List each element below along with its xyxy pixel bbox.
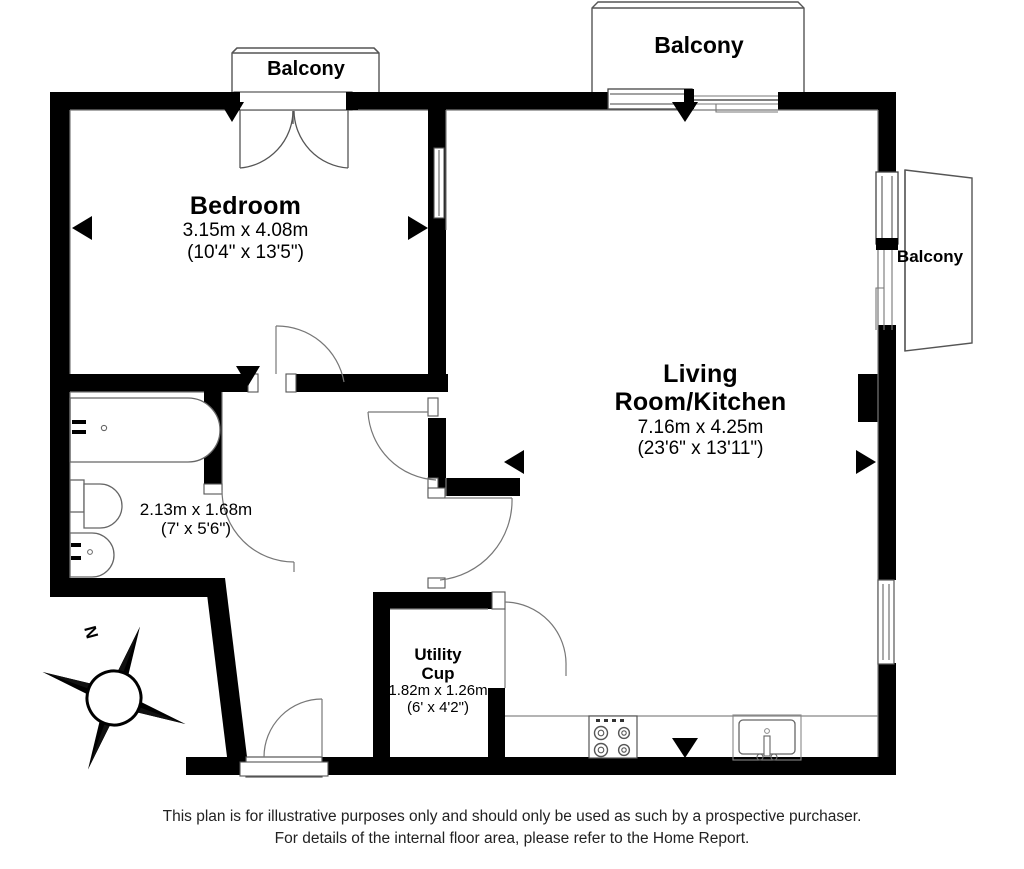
door-utility-cupboard[interactable]: [491, 591, 567, 676]
balcony-label-living-north: Balcony: [654, 32, 744, 58]
washbasin-taps: [71, 543, 93, 560]
utility-name-line2: Cup: [421, 664, 455, 684]
kitchen-hob-icon: [588, 715, 638, 759]
room-label-bathroom: 2.13m x 1.68m (7' x 5'6"): [96, 500, 296, 538]
balcony-label-bedroom: Balcony: [267, 58, 345, 80]
angled-exterior-wall: [205, 578, 248, 765]
direction-arrows: [72, 102, 876, 758]
window-living-east: [877, 579, 895, 665]
balcony-label-living-east: Balcony: [896, 247, 964, 266]
bedroom-french-doors[interactable]: [228, 91, 358, 169]
kitchen-sink-icon: [732, 714, 802, 761]
interior-walls: [50, 110, 520, 764]
door-bathroom[interactable]: [203, 483, 295, 572]
room-label-bedroom: Bedroom 3.15m x 4.08m (10'4" x 13'5"): [103, 192, 388, 263]
exterior-walls: [50, 92, 896, 775]
bedroom-dim-metric: 3.15m x 4.08m: [182, 220, 309, 242]
door-entrance[interactable]: [239, 698, 329, 778]
patio-sliding-door-east[interactable]: [875, 171, 899, 330]
utility-name-line1: Utility: [414, 645, 462, 664]
living-room-name-line2: Room/Kitchen: [614, 388, 787, 417]
door-hall-lower[interactable]: [427, 487, 513, 589]
utility-dim-imperial: (6' x 4'2"): [407, 699, 469, 716]
compass-rose-icon: [42, 626, 186, 770]
bathtub-icon: [69, 397, 221, 463]
utility-dim-metric: 1.82m x 1.26m: [388, 682, 488, 700]
door-bedroom[interactable]: [247, 325, 345, 393]
living-room-dim-metric: 7.16m x 4.25m: [637, 416, 764, 438]
disclaimer-footer: This plan is for illustrative purposes o…: [0, 806, 1024, 851]
disclaimer-line-1: This plan is for illustrative purposes o…: [162, 808, 862, 825]
bathtub-taps: [72, 420, 108, 434]
living-room-dim-imperial: (23'6" x 13'11"): [637, 437, 764, 459]
bathroom-dim-metric: 2.13m x 1.68m: [139, 500, 253, 519]
living-room-name-line1: Living: [663, 360, 738, 388]
room-label-living-room-kitchen: Living Room/Kitchen 7.16m x 4.25m (23'6"…: [558, 360, 843, 459]
bedroom-name: Bedroom: [189, 192, 302, 220]
door-living-room[interactable]: [367, 397, 439, 497]
room-label-utility-cupboard: Utility Cup 1.82m x 1.26m (6' x 4'2"): [358, 645, 518, 717]
balcony-living-east-outline: [904, 169, 973, 352]
disclaimer-line-2: For details of the internal floor area, …: [274, 830, 750, 848]
window-bedroom-top: [433, 147, 445, 219]
bedroom-dim-imperial: (10'4" x 13'5"): [187, 241, 304, 263]
washbasin-icon: [69, 532, 115, 578]
toilet-icon: [69, 479, 123, 529]
bathroom-dim-imperial: (7' x 5'6"): [160, 519, 232, 539]
